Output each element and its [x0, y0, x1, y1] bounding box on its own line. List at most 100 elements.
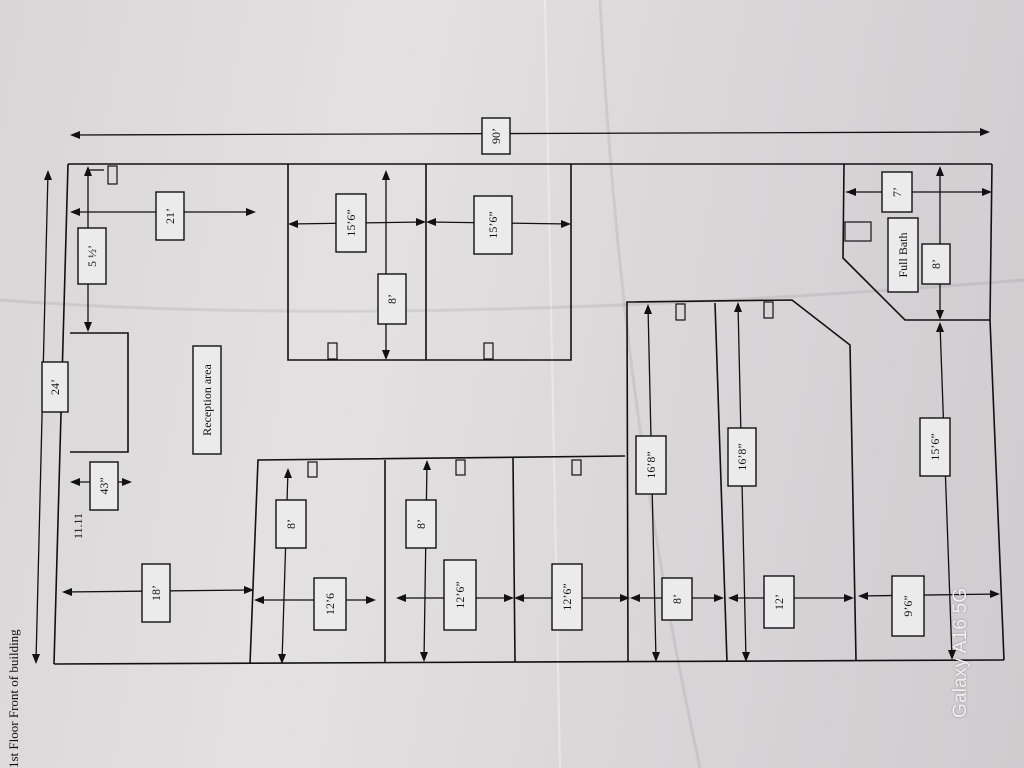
- arrowhead: [936, 166, 944, 176]
- dim-label-room1-width: 8’: [275, 499, 307, 549]
- svg-text:16’8”: 16’8”: [735, 443, 749, 470]
- bath-walls: [842, 163, 990, 321]
- dim-line-last-room: [859, 593, 999, 597]
- paper-crease: [544, 0, 561, 768]
- arrowhead: [620, 594, 630, 602]
- arrowhead: [990, 590, 1000, 598]
- paper-fold-shadow: [598, 0, 702, 768]
- dim-label-overall-length: 90’: [481, 117, 511, 155]
- arrowhead: [742, 652, 750, 662]
- svg-text:16’8”: 16’8”: [644, 451, 658, 478]
- door-icon: [483, 342, 494, 360]
- svg-text:8’: 8’: [670, 594, 684, 604]
- door-icon: [455, 459, 466, 476]
- arrowhead: [284, 468, 292, 478]
- arrowhead: [714, 594, 724, 602]
- arrowhead: [561, 220, 571, 228]
- plan-title: 1st Floor Front of building: [6, 629, 21, 768]
- dim-line-overall: [71, 131, 989, 136]
- dim-label-rear-length: 15’6”: [919, 417, 951, 477]
- arrowhead: [858, 592, 868, 600]
- wall-rear: [989, 163, 1005, 661]
- svg-text:15’6”: 15’6”: [486, 211, 500, 238]
- arrowhead: [652, 652, 660, 662]
- door-icon: [307, 461, 318, 478]
- arrowhead: [32, 654, 40, 664]
- door-icon: [107, 165, 118, 185]
- dim-label-office-a-width: 15’6”: [335, 193, 367, 253]
- svg-text:Full Bath: Full Bath: [896, 232, 910, 277]
- arrowhead: [70, 131, 80, 139]
- svg-text:24’: 24’: [48, 379, 62, 395]
- dim-line-front: [35, 171, 49, 663]
- arrowhead: [734, 302, 742, 312]
- dim-label-hall-1: 16’8”: [635, 435, 667, 495]
- svg-text:12’6: 12’6: [323, 593, 337, 615]
- reception-label: Reception area: [192, 345, 222, 455]
- svg-text:43”: 43”: [97, 477, 111, 494]
- arrowhead: [62, 588, 72, 596]
- arrowhead: [366, 596, 376, 604]
- dim-label-room1-depth: 12’6: [313, 577, 347, 631]
- door-icon: [844, 221, 872, 242]
- arrowhead: [844, 594, 854, 602]
- svg-text:15’6”: 15’6”: [344, 209, 358, 236]
- dim-label-entry-width: 21’: [155, 191, 185, 241]
- arrowhead: [246, 208, 256, 216]
- arrowhead: [420, 652, 428, 662]
- svg-text:18’: 18’: [149, 585, 163, 601]
- arrowhead: [426, 218, 436, 226]
- dim-label-rear-room-depth: 9’6”: [891, 575, 925, 637]
- dim-line-room1-width: [281, 469, 289, 663]
- dim-line-rear-length: [939, 323, 953, 659]
- arrowhead: [948, 650, 956, 660]
- svg-text:8’: 8’: [385, 294, 399, 304]
- hall-divider: [714, 302, 728, 663]
- arrowhead: [70, 478, 80, 486]
- dim-label-door-gap: 43”: [89, 461, 119, 511]
- dim-label-hall-2: 16’8”: [727, 427, 757, 487]
- arrowhead: [423, 460, 431, 470]
- dim-label-office-b-width: 15’6”: [473, 195, 513, 255]
- dim-label-front-room-depth: 18’: [141, 563, 171, 623]
- svg-text:15’6”: 15’6”: [928, 433, 942, 460]
- dim-label-room3-depth: 12’6”: [551, 563, 583, 631]
- door-icon: [763, 301, 774, 319]
- lower-rooms-top: [249, 455, 626, 665]
- arrowhead: [44, 170, 52, 180]
- office-block: [287, 164, 572, 361]
- svg-text:90’: 90’: [489, 128, 503, 144]
- arrowhead: [70, 208, 80, 216]
- door-icon: [327, 342, 338, 360]
- dim-label-room2-depth: 12’6”: [443, 559, 477, 631]
- arrowhead: [382, 170, 390, 180]
- arrowhead: [278, 654, 286, 664]
- door-icon: [675, 303, 686, 321]
- arrowhead: [982, 188, 992, 196]
- arrowhead: [980, 128, 990, 136]
- arrowhead: [630, 594, 640, 602]
- svg-text:12’: 12’: [772, 594, 786, 610]
- svg-text:11.11: 11.11: [71, 513, 85, 539]
- arrowhead: [936, 310, 944, 320]
- svg-text:5 ½’: 5 ½’: [85, 245, 99, 267]
- arrowhead: [728, 594, 738, 602]
- svg-text:8’: 8’: [414, 519, 428, 529]
- paper-fold-shadow: [0, 278, 1024, 313]
- svg-text:12’6”: 12’6”: [560, 583, 574, 610]
- arrowhead: [244, 586, 254, 594]
- dim-label-bath-depth: 8’: [921, 243, 951, 285]
- dim-label-rear-room-width: 12’: [763, 575, 795, 629]
- svg-text:12’6”: 12’6”: [453, 581, 467, 608]
- dim-label-entry-depth: 5 ½’: [77, 227, 107, 285]
- svg-text:8’: 8’: [929, 259, 943, 269]
- dim-label-hall-width: 8’: [661, 577, 693, 621]
- dim-label-office-depth: 8’: [377, 273, 407, 325]
- arrowhead: [382, 350, 390, 360]
- arrowhead: [644, 304, 652, 314]
- svg-text:Reception area: Reception area: [200, 364, 214, 436]
- wall-front: [53, 163, 69, 665]
- side-note: 11.11: [71, 513, 85, 539]
